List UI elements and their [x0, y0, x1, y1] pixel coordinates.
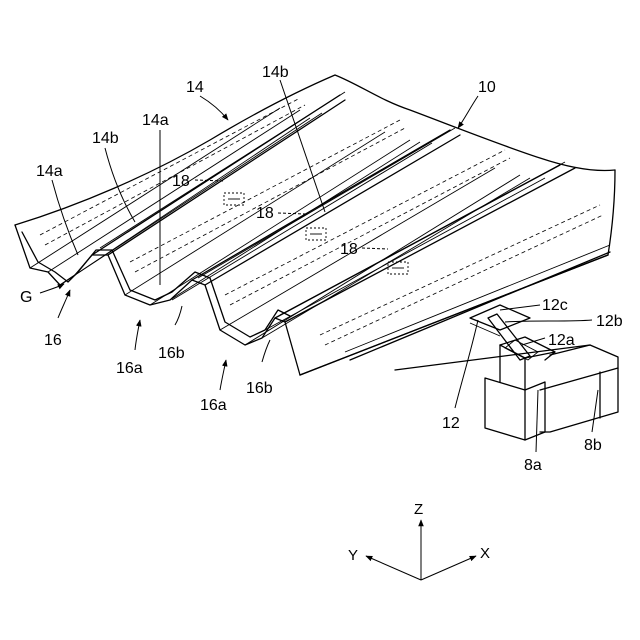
z-axis-label: Z: [414, 501, 423, 518]
x-axis-label: X: [480, 545, 490, 562]
label-12: 12: [442, 415, 460, 432]
label-16a-2: 16a: [200, 397, 227, 414]
label-14a-left: 14a: [36, 163, 63, 180]
bracket-12: [470, 305, 538, 360]
fastener-18-3: [388, 262, 408, 274]
label-12c: 12c: [542, 297, 568, 314]
label-12a: 12a: [548, 332, 575, 349]
label-18-2: 18: [256, 205, 274, 222]
fastener-18-1: [224, 193, 244, 205]
label-G: G: [20, 289, 32, 306]
label-18-3: 18: [340, 241, 358, 258]
label-14: 14: [186, 79, 204, 96]
leader-lines: [40, 80, 598, 452]
label-12b: 12b: [596, 313, 623, 330]
coordinate-axes: Z Y X: [348, 501, 490, 580]
label-16: 16: [44, 332, 62, 349]
label-16a-1: 16a: [116, 360, 143, 377]
label-18-1: 18: [172, 173, 190, 190]
label-14b-top: 14b: [262, 64, 289, 81]
support-beam-8b: [395, 345, 618, 432]
x-axis-arrow: [421, 556, 476, 580]
label-16b-1: 16b: [158, 345, 185, 362]
reference-labels: 10 14 14b 14a 14b 14a G 16 18 18 18 16a …: [20, 64, 623, 474]
y-axis-arrow: [366, 556, 421, 580]
label-14b-left: 14b: [92, 130, 119, 147]
label-10: 10: [478, 79, 496, 96]
label-16b-2: 16b: [246, 380, 273, 397]
support-block-8a: [485, 337, 555, 440]
label-8a: 8a: [524, 457, 542, 474]
label-14a-mid: 14a: [142, 112, 169, 129]
fastener-18-2: [306, 228, 326, 240]
label-8b: 8b: [584, 437, 602, 454]
roof-panel-10: [15, 75, 615, 375]
y-axis-label: Y: [348, 547, 358, 564]
